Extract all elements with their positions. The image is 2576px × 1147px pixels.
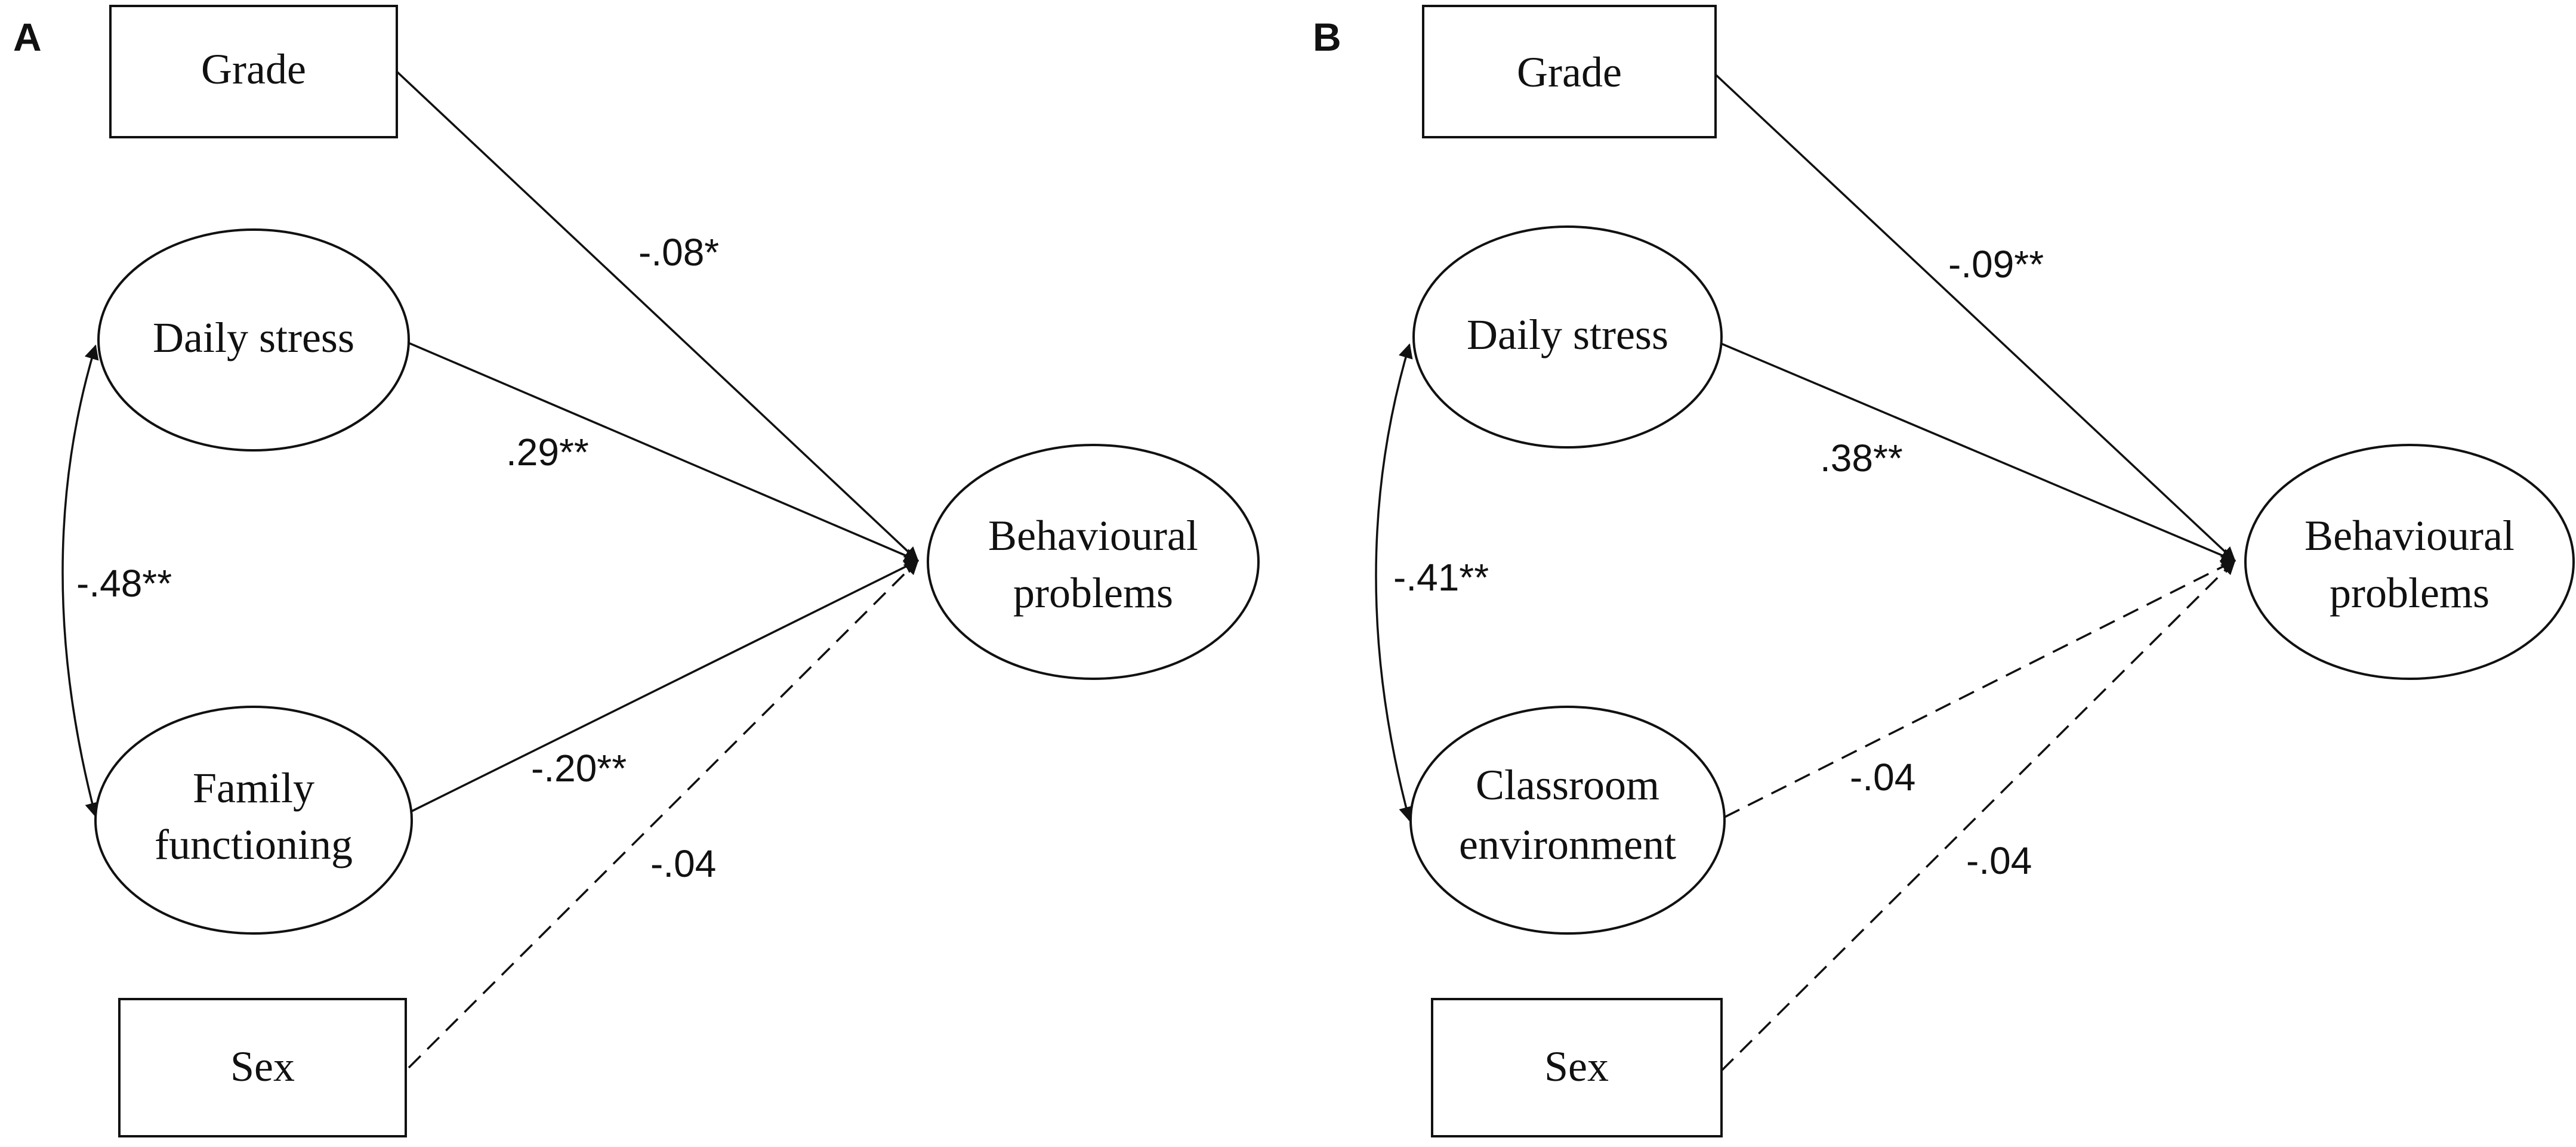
panel-a-label: A	[13, 15, 42, 59]
sex-path-coefficient: -.04	[1966, 839, 2032, 882]
panel-b-label: B	[1313, 15, 1341, 59]
panel-b: B Grade Daily stress Classroom environme…	[1313, 5, 2575, 1137]
path-grade-to-behavioural-problems	[396, 70, 919, 562]
behavioural-problems-ellipse: Behavioural problems	[2244, 444, 2575, 680]
behavioural-problems-label-line-2: problems	[1013, 569, 1173, 617]
panel-a: A Grade Daily stress Family functioning …	[13, 5, 1260, 1137]
classroom-environment-path-coefficient: -.04	[1850, 756, 1915, 799]
family-functioning-path-coefficient: -.20**	[531, 747, 627, 790]
behavioural-problems-label-line-1: Behavioural	[2304, 512, 2515, 559]
behavioural-problems-ellipse: Behavioural problems	[927, 444, 1260, 680]
daily-stress-label: Daily stress	[153, 314, 354, 361]
classroom-environment-ellipse: Classroom environment	[1409, 706, 1726, 935]
path-sex-to-behavioural-problems	[1720, 559, 2236, 1072]
family-functioning-label-line-2: functioning	[155, 821, 353, 868]
path-sex-to-behavioural-problems	[408, 559, 919, 1069]
daily-stress-path-coefficient: .29**	[506, 431, 589, 474]
path-classroom-environment-to-behavioural-problems	[1724, 559, 2236, 818]
sex-path-coefficient: -.04	[650, 842, 716, 885]
grade-label: Grade	[1517, 48, 1622, 96]
sex-box: Sex	[1431, 998, 1723, 1137]
grade-box: Grade	[109, 5, 398, 138]
behavioural-problems-label-line-2: problems	[2330, 569, 2489, 617]
path-family-functioning-to-behavioural-problems	[411, 559, 920, 812]
daily-stress-ellipse: Daily stress	[97, 228, 410, 452]
path-grade-to-behavioural-problems	[1714, 73, 2236, 562]
grade-label: Grade	[201, 45, 306, 93]
correlation-coefficient: -.48**	[76, 562, 172, 605]
correlation-coefficient: -.41**	[1393, 556, 1489, 599]
grade-path-coefficient: -.09**	[1948, 243, 2044, 286]
daily-stress-path-coefficient: .38**	[1820, 437, 1903, 480]
daily-stress-ellipse: Daily stress	[1412, 225, 1723, 449]
grade-path-coefficient: -.08*	[638, 231, 719, 274]
correlation-arc	[61, 344, 100, 818]
behavioural-problems-label-line-1: Behavioural	[988, 512, 1198, 559]
grade-box: Grade	[1422, 5, 1717, 138]
sex-label: Sex	[1544, 1043, 1609, 1090]
sex-label: Sex	[230, 1043, 295, 1090]
classroom-environment-label-line-1: Classroom	[1476, 761, 1659, 809]
family-functioning-label-line-1: Family	[193, 764, 314, 812]
family-functioning-ellipse: Family functioning	[94, 706, 413, 935]
daily-stress-label: Daily stress	[1467, 311, 1668, 358]
path-daily-stress-to-behavioural-problems	[408, 342, 920, 562]
classroom-environment-label-line-2: environment	[1459, 821, 1676, 868]
path-daily-stress-to-behavioural-problems	[1719, 342, 2236, 562]
correlation-arc	[1375, 343, 1414, 822]
sex-box: Sex	[118, 998, 407, 1137]
